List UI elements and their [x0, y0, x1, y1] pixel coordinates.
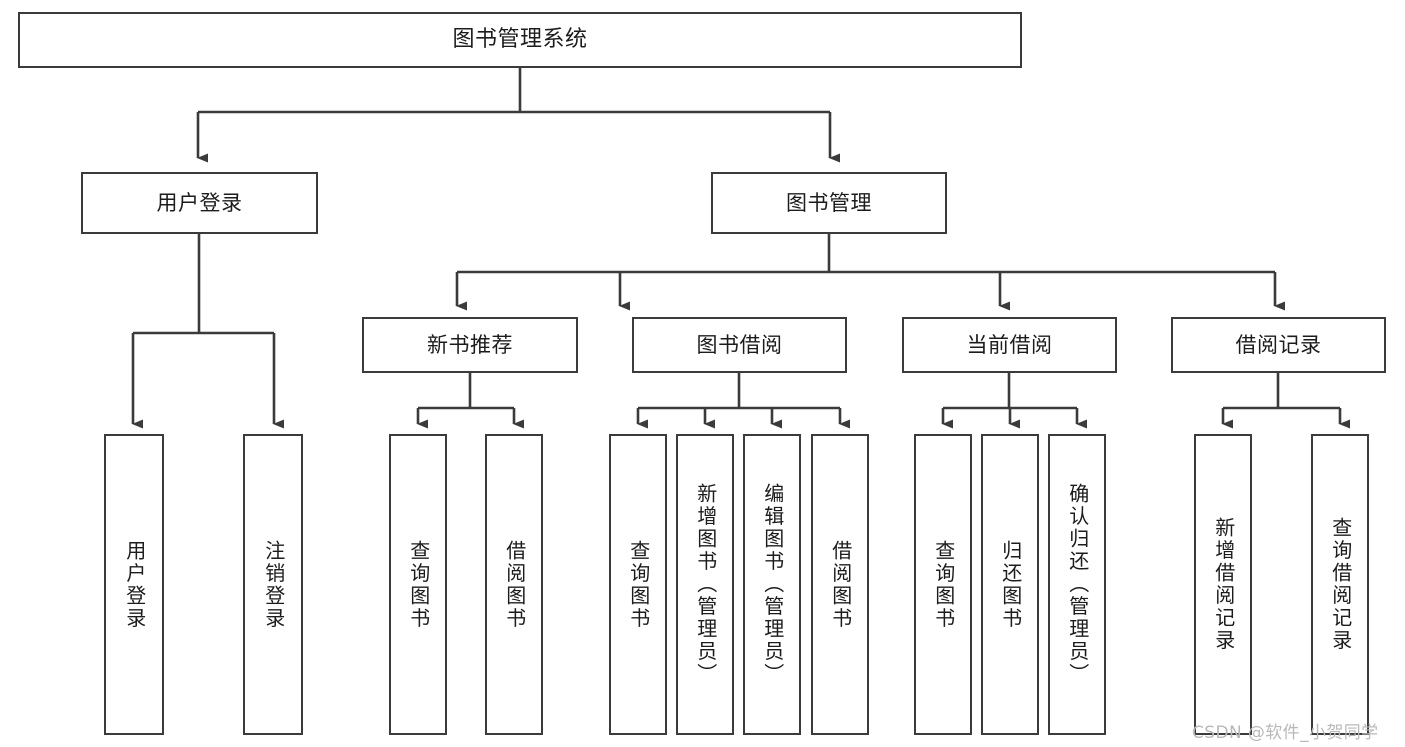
node-new-book-recommend[interactable]: 新书推荐 — [362, 317, 578, 373]
node-label: 图书管理系统 — [452, 27, 588, 53]
node-borrow-record[interactable]: 借阅记录 — [1171, 317, 1386, 373]
node-label: 用户登录 — [156, 190, 243, 215]
node-label: 新增图书（管理员） — [693, 483, 718, 686]
node-label: 用户登录 — [122, 539, 147, 630]
node-label: 查询图书 — [626, 539, 651, 630]
leaf-borrow-record-add[interactable]: 新增借阅记录 — [1194, 434, 1252, 735]
leaf-book-borrow-add[interactable]: 新增图书（管理员） — [676, 434, 734, 735]
node-current-borrow[interactable]: 当前借阅 — [902, 317, 1117, 373]
node-label: 查询借阅记录 — [1328, 517, 1353, 652]
node-label: 图书借阅 — [696, 332, 783, 357]
node-label: 新书推荐 — [427, 332, 513, 357]
node-book-borrow[interactable]: 图书借阅 — [632, 317, 847, 373]
node-label: 借阅图书 — [828, 539, 853, 630]
node-label: 编辑图书（管理员） — [760, 483, 785, 686]
leaf-book-borrow-query[interactable]: 查询图书 — [609, 434, 667, 735]
node-label: 新增借阅记录 — [1211, 517, 1236, 652]
leaf-new-book-borrow[interactable]: 借阅图书 — [485, 434, 543, 735]
node-root-system[interactable]: 图书管理系统 — [18, 12, 1022, 68]
node-book-management[interactable]: 图书管理 — [711, 172, 947, 234]
node-label: 借阅记录 — [1235, 332, 1322, 357]
node-label: 查询图书 — [406, 539, 431, 630]
leaf-borrow-record-query[interactable]: 查询借阅记录 — [1311, 434, 1369, 735]
leaf-current-borrow-return[interactable]: 归还图书 — [981, 434, 1039, 735]
leaf-current-borrow-query[interactable]: 查询图书 — [914, 434, 972, 735]
node-label: 确认归还（管理员） — [1065, 483, 1090, 686]
node-label: 当前借阅 — [966, 332, 1053, 357]
leaf-book-borrow-edit[interactable]: 编辑图书（管理员） — [743, 434, 801, 735]
leaf-new-book-query[interactable]: 查询图书 — [389, 434, 447, 735]
leaf-book-borrow-lend[interactable]: 借阅图书 — [811, 434, 869, 735]
leaf-current-borrow-confirm[interactable]: 确认归还（管理员） — [1048, 434, 1106, 735]
node-label: 图书管理 — [786, 190, 872, 215]
node-label: 查询图书 — [931, 539, 956, 630]
node-label: 注销登录 — [261, 539, 286, 630]
leaf-user-login-signin[interactable]: 用户登录 — [104, 434, 164, 735]
node-label: 归还图书 — [998, 539, 1023, 630]
leaf-user-login-signout[interactable]: 注销登录 — [243, 434, 303, 735]
node-user-login[interactable]: 用户登录 — [81, 172, 318, 234]
node-label: 借阅图书 — [502, 539, 527, 630]
